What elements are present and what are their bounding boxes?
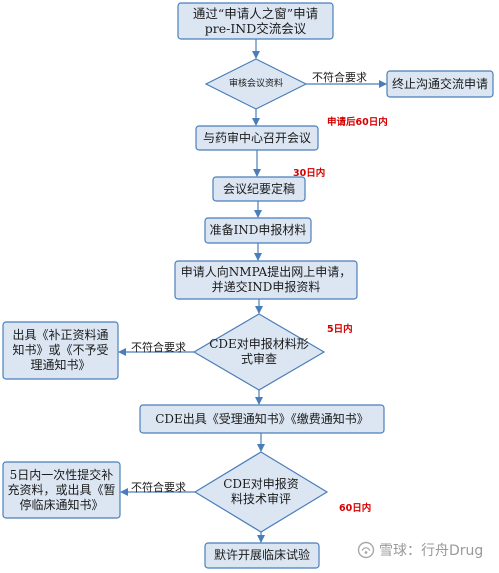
accept-box xyxy=(139,404,385,434)
submit-text: 申请人向NMPA提出网上申请， 并递交IND申报资料 xyxy=(180,265,352,294)
submit-box xyxy=(174,260,358,300)
meeting-text: 与药审中心召开会议 xyxy=(202,131,311,145)
timing-label-30-days: 30日内 xyxy=(293,168,326,179)
timing-label-60-days-after-application: 申请后60日内 xyxy=(327,117,388,128)
notice-text: 出具《补正资料通 知书》或《不予受 理通知书》 xyxy=(12,328,109,372)
review-meeting-text: 审核会议资料 xyxy=(228,79,283,89)
accept-text: CDE出具《受理通知书》《缴费通知书》 xyxy=(155,412,369,426)
timing-label-60-days: 60日内 xyxy=(339,503,372,514)
start-text: 通过“申请人之窗”申请 pre-IND交流会议 xyxy=(192,6,319,36)
terminate-box xyxy=(386,70,494,98)
supplement-text: 5日内一次性提交补 充资料，或出具《暂 停临床通知书》 xyxy=(7,468,116,512)
reject-label-2: 不符合要求 xyxy=(131,341,186,354)
prepare-text: 准备IND申报材料 xyxy=(209,223,307,237)
reject-label-3: 不符合要求 xyxy=(131,481,186,494)
approve-box xyxy=(204,542,320,569)
reject-label-1: 不符合要求 xyxy=(312,71,367,84)
tech-review-text: CDE对申报资 料技术审评 xyxy=(223,477,299,506)
snowball-logo-icon xyxy=(357,541,375,559)
terminate-text: 终止沟通交流申请 xyxy=(391,77,488,91)
timing-label-5-days: 5日内 xyxy=(327,324,353,335)
approve-text: 默许开展临床试验 xyxy=(213,548,310,562)
watermark: 雪球：行舟Drug xyxy=(357,540,483,560)
formal-review-text: CDE对申报材料形 式审查 xyxy=(209,337,309,366)
minutes-box xyxy=(212,176,306,202)
minutes-text: 会议纪要定稿 xyxy=(222,182,295,196)
watermark-text: 雪球：行舟Drug xyxy=(379,543,484,559)
